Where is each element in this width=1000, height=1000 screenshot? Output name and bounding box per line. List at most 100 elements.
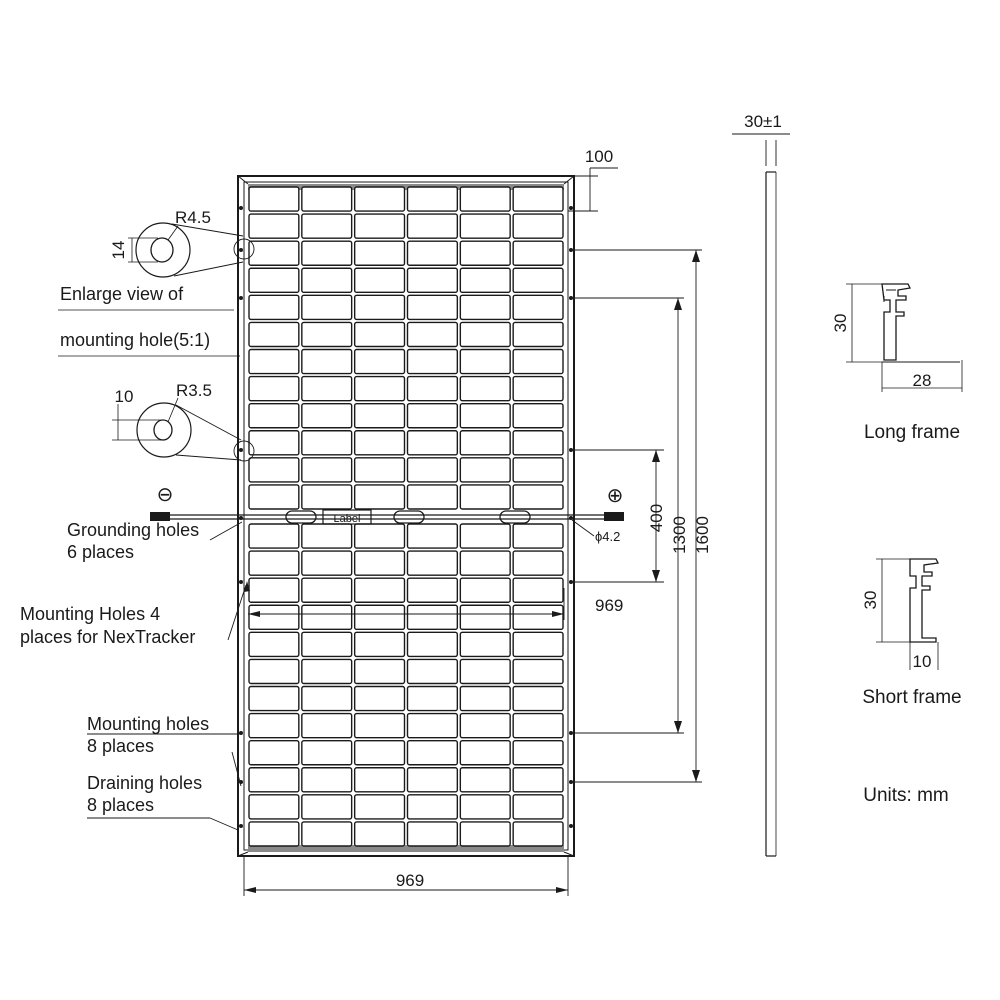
solar-cell — [406, 821, 459, 847]
solar-cell — [353, 821, 406, 847]
nextracker-label-line1: Mounting Holes 4 — [20, 604, 160, 624]
long-frame-height-dim: 30 — [831, 314, 850, 333]
junction-box-center — [393, 510, 425, 524]
nextracker-callout: Mounting Holes 4 places for NexTracker — [20, 581, 250, 647]
grounding-label-line1: Grounding holes — [67, 520, 199, 540]
solar-cell — [353, 523, 406, 549]
solar-cell — [353, 375, 406, 402]
enlarge-caption-line2: mounting hole(5:1) — [60, 330, 210, 350]
label-box — [322, 509, 372, 525]
solar-cell — [353, 430, 406, 456]
solar-cell — [406, 348, 459, 375]
solar-cell — [353, 402, 406, 429]
solar-cell — [353, 186, 406, 212]
solar-cell — [406, 267, 459, 294]
top-frame-strip — [248, 184, 564, 190]
solar-cell — [301, 523, 353, 549]
side-view: 30±1 — [732, 112, 790, 857]
solar-cell — [459, 577, 511, 603]
solar-cell — [512, 213, 564, 239]
solar-cell — [459, 712, 511, 739]
top-offset-dim: 100 — [585, 147, 613, 166]
solar-cell — [248, 321, 300, 348]
thickness-dim: 30±1 — [744, 112, 782, 131]
solar-cell — [248, 402, 300, 429]
long-frame-section: 30 28 Long frame — [831, 283, 963, 443]
solar-cell — [406, 457, 459, 483]
solar-cell — [248, 577, 300, 603]
long-frame-caption: Long frame — [864, 422, 960, 443]
solar-cell — [512, 550, 564, 576]
solar-cell — [459, 794, 511, 820]
vertical-dimensions: 100 1600 1300 400 — [568, 147, 712, 783]
solar-cell — [406, 375, 459, 402]
solar-cell — [301, 821, 353, 847]
solar-cell — [353, 712, 406, 739]
solar-cell — [512, 767, 564, 793]
solar-cell — [459, 604, 511, 631]
positive-connector — [604, 512, 624, 521]
solar-cell — [353, 213, 406, 239]
solar-cell — [512, 186, 564, 212]
solar-cell — [512, 348, 564, 375]
solar-cell — [459, 240, 511, 266]
hole1-radius-dim: R4.5 — [175, 208, 211, 227]
solar-cell — [406, 430, 459, 456]
mounting-label-line1: Mounting holes — [87, 714, 209, 734]
length-dim: 1600 — [693, 516, 712, 554]
solar-cell — [301, 267, 353, 294]
solar-cell — [248, 658, 300, 685]
solar-cell — [459, 685, 511, 712]
solar-cell — [248, 457, 300, 483]
solar-cell — [301, 321, 353, 348]
solar-cell — [301, 484, 353, 510]
solar-cell — [248, 523, 300, 549]
solar-cell — [512, 457, 564, 483]
solar-cell — [301, 577, 353, 603]
solar-cell — [512, 577, 564, 603]
solar-cell — [512, 631, 564, 658]
solar-cell — [353, 794, 406, 820]
solar-cell — [301, 240, 353, 266]
solar-cell — [301, 685, 353, 712]
solar-cell — [406, 658, 459, 685]
solar-cell — [301, 658, 353, 685]
solar-cell — [301, 794, 353, 820]
solar-cell — [301, 457, 353, 483]
mounting-label-line2: 8 places — [87, 736, 154, 756]
draining-callout: Draining holes 8 places — [87, 751, 242, 831]
mounting-callout: Mounting holes 8 places — [87, 714, 240, 756]
tracker-width-dim: 969 — [595, 596, 623, 615]
solar-cell — [512, 321, 564, 348]
solar-cell — [353, 348, 406, 375]
solar-cell — [406, 484, 459, 510]
solar-cell — [406, 712, 459, 739]
solar-cell — [459, 294, 511, 321]
solar-cell — [406, 186, 459, 212]
hole1-length-dim: 14 — [109, 241, 128, 260]
solar-cell — [248, 767, 300, 793]
solar-cell — [512, 484, 564, 510]
solar-cell — [301, 186, 353, 212]
solar-cell — [406, 631, 459, 658]
solar-cell — [301, 631, 353, 658]
solar-cell — [459, 430, 511, 456]
panel-frame — [237, 175, 575, 857]
cell-grid-top — [248, 186, 564, 510]
grounding-callout: Grounding holes 6 places — [67, 520, 243, 562]
solar-cell — [353, 550, 406, 576]
short-frame-height-dim: 30 — [861, 591, 880, 610]
solar-cell — [459, 321, 511, 348]
solar-cell — [248, 631, 300, 658]
solar-cell — [459, 739, 511, 766]
short-frame-caption: Short frame — [862, 687, 961, 708]
solar-cell — [353, 457, 406, 483]
solar-cell — [353, 240, 406, 266]
panel-width-dim: 969 — [396, 871, 424, 890]
solar-cell — [406, 685, 459, 712]
solar-cell — [406, 240, 459, 266]
solar-cell — [512, 685, 564, 712]
solar-cell — [248, 267, 300, 294]
solar-cell — [248, 712, 300, 739]
